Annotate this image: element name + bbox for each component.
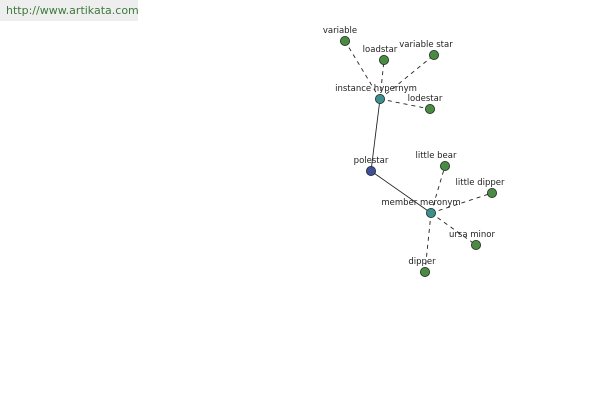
node-label-variable[interactable]: variable bbox=[323, 26, 357, 36]
node-label-member-meronym[interactable]: member meronym bbox=[381, 198, 460, 208]
edge-member-meronym-dipper bbox=[424, 212, 432, 273]
node-ursa-minor[interactable] bbox=[470, 239, 481, 250]
node-instance-hypernym[interactable] bbox=[374, 94, 385, 105]
edge-member-meronym-little-dipper bbox=[430, 192, 493, 214]
edge-instance-hypernym-loadstar bbox=[379, 59, 385, 100]
node-label-variable-star[interactable]: variable star bbox=[399, 40, 453, 50]
edge-instance-hypernym-lodestar bbox=[379, 98, 431, 110]
node-label-little-dipper[interactable]: little dipper bbox=[456, 178, 505, 188]
edge-member-meronym-ursa-minor bbox=[430, 212, 477, 246]
edge-instance-hypernym-variable-star bbox=[379, 54, 435, 100]
edge-polestar-instance-hypernym bbox=[370, 98, 381, 172]
site-url[interactable]: http://www.artikata.com bbox=[0, 0, 139, 21]
labels-layer: polestar instance hypernym member meronym v… bbox=[323, 26, 505, 267]
node-little-bear[interactable] bbox=[439, 160, 450, 171]
node-label-polestar[interactable]: polestar bbox=[354, 156, 389, 166]
edge-member-meronym-little-bear bbox=[430, 165, 446, 214]
node-little-dipper[interactable] bbox=[486, 187, 497, 198]
node-member-meronym[interactable] bbox=[425, 207, 436, 218]
node-dipper[interactable] bbox=[419, 266, 430, 277]
edge-instance-hypernym-variable bbox=[344, 40, 381, 100]
node-loadstar[interactable] bbox=[378, 55, 389, 66]
node-polestar[interactable] bbox=[365, 165, 376, 176]
node-label-loadstar[interactable]: loadstar bbox=[363, 45, 398, 55]
node-label-instance-hypernym[interactable]: instance hypernym bbox=[335, 84, 417, 94]
node-lodestar[interactable] bbox=[424, 104, 435, 115]
node-variable-star[interactable] bbox=[428, 50, 439, 61]
node-variable[interactable] bbox=[339, 36, 350, 47]
edges-layer bbox=[344, 40, 493, 273]
edge-polestar-member-meronym bbox=[370, 170, 432, 214]
node-label-lodestar[interactable]: lodestar bbox=[408, 94, 443, 104]
node-label-dipper[interactable]: dipper bbox=[408, 257, 436, 267]
node-label-little-bear[interactable]: little bear bbox=[415, 151, 457, 161]
nodes-layer bbox=[339, 36, 497, 277]
node-label-ursa-minor[interactable]: ursa minor bbox=[449, 230, 495, 240]
